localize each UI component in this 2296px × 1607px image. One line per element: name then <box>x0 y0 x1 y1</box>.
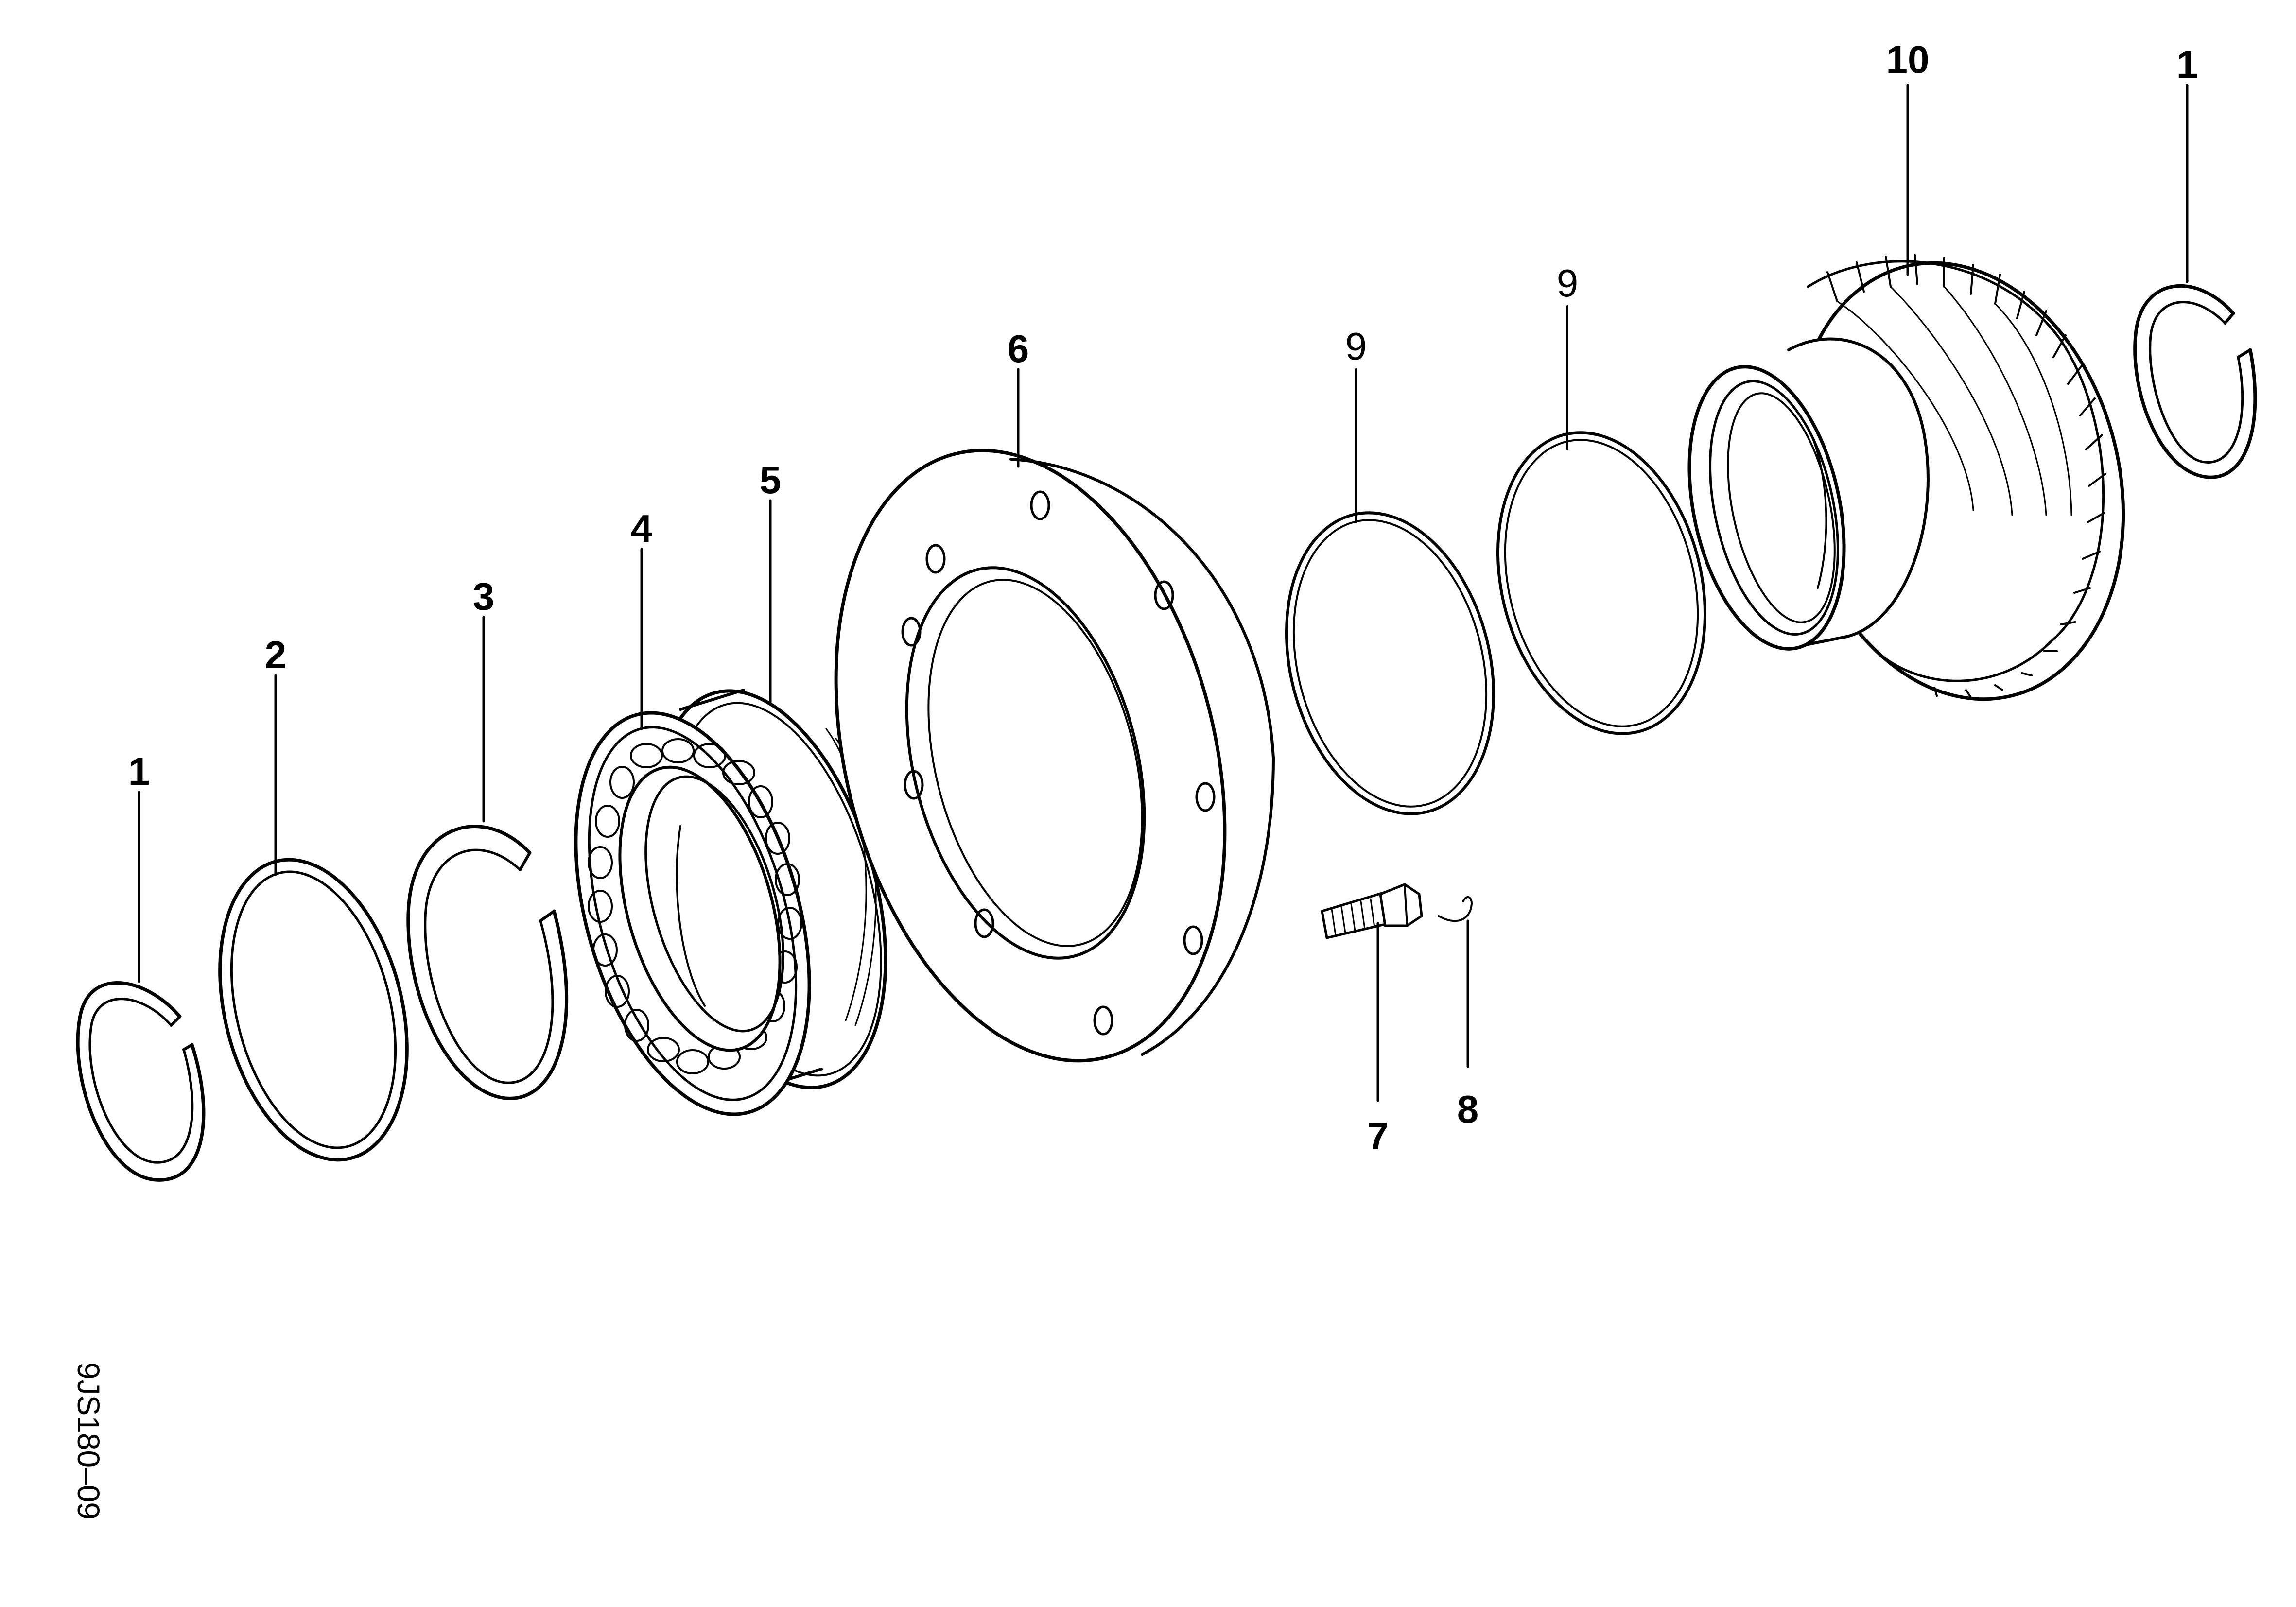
flange-plate-icon <box>834 449 1275 1063</box>
callout-1-left: 1 <box>128 750 150 793</box>
snap-ring-right-icon <box>2133 284 2257 479</box>
callout-3: 3 <box>473 575 495 618</box>
thin-ring-icon <box>218 858 409 1162</box>
gear-icon <box>1687 254 2125 701</box>
callout-8: 8 <box>1457 1088 1479 1131</box>
washer-icon <box>1438 896 1473 922</box>
callout-9b: 9 <box>1557 261 1579 305</box>
callout-1-right: 1 <box>2176 43 2198 86</box>
callout-4: 4 <box>631 507 653 550</box>
o-ring-icon <box>1285 511 1496 815</box>
callout-10: 10 <box>1886 38 1930 81</box>
drawing-code: 9JS180–09 <box>71 1362 106 1520</box>
bolt-icon <box>1321 883 1423 939</box>
callout-7: 7 <box>1367 1114 1389 1158</box>
o-ring-icon-2 <box>1496 431 1707 735</box>
roller-set <box>588 738 802 1074</box>
snap-ring-left-icon <box>76 981 206 1182</box>
gear-teeth <box>1826 254 2106 698</box>
callout-6: 6 <box>1008 327 1029 370</box>
callout-9a: 9 <box>1345 325 1367 368</box>
callout-2: 2 <box>265 633 287 676</box>
snap-ring-icon <box>406 825 569 1100</box>
callout-5: 5 <box>760 458 782 501</box>
